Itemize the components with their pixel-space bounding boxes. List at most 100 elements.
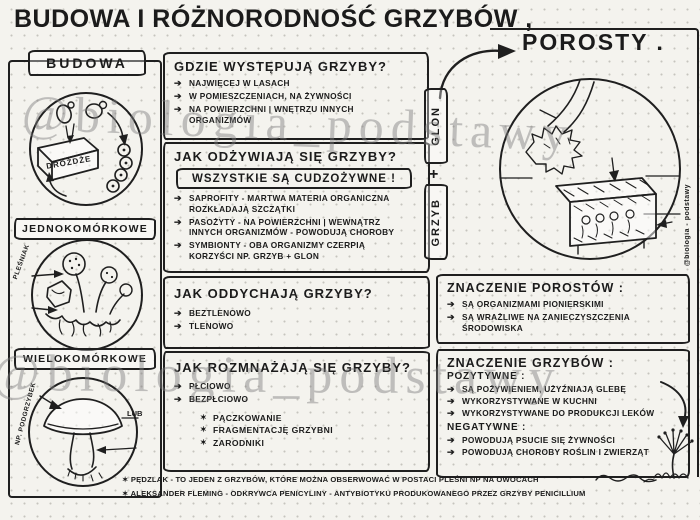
multicellular-banner: WIELOKOMÓRKOWE	[14, 348, 156, 370]
question-title: GDZIE WYSTĘPUJĄ GRZYBY?	[174, 59, 387, 74]
arrow-icon: ➔	[447, 395, 455, 406]
arrow-icon: ➔	[447, 312, 455, 322]
sub-bullet-label: FRAGMENTACJĘ GRZYBNI	[213, 425, 334, 435]
bullet-item: ➔ W POMIESZCZENIACH, NA ŻYWNOŚCI	[174, 91, 418, 102]
bullet-item: ➔ POWODUJĄ PSUCIE SIĘ ŻYWNOŚCI	[447, 435, 679, 446]
qbox-reproduction: JAK ROZMNAŻAJĄ SIĘ GRZYBY? ➔ PŁCIOWO ➔BEZ…	[163, 351, 430, 472]
sub-bullet-label: PĄCZKOWANIE	[213, 412, 282, 423]
bullet-item: ➔ SAPROFITY - MARTWA MATERIA ORGANICZNA R…	[174, 193, 419, 214]
arrow-icon: ➔	[447, 434, 455, 445]
bullet-label: SĄ POŻYWIENIEM, UŻYŹNIAJĄ GLEBĘ	[462, 383, 627, 394]
bullet-label: SAPROFITY - MARTWA MATERIA ORGANICZNA RO…	[189, 193, 390, 214]
budowa-panel-frame	[8, 60, 162, 498]
unicellular-label: JEDNOKOMÓRKOWE	[22, 223, 148, 235]
star-icon: ✶	[200, 425, 207, 434]
bullet-label: WYKORZYSTYWANE DO PRODUKCJI LEKÓW	[462, 407, 655, 418]
page-title: BUDOWA I RÓŻNORODNOŚĆ GRZYBÓW ,	[14, 5, 533, 33]
bullet-item: ➔ POWODUJĄ CHOROBY ROŚLIN I ZWIERZĄT	[447, 447, 679, 458]
star-icon: ✶	[200, 437, 207, 447]
credit-vertical: @biologia - podstawy	[684, 160, 691, 290]
star-icon: ✶	[200, 412, 207, 422]
bullet-item: ➔ PASOŻYTY - NA POWIERZCHNI | WEWNĄTRZ IN…	[174, 217, 419, 238]
arrow-icon: ➔	[174, 216, 182, 227]
bullet-item: ➔ TLENOWO	[174, 321, 419, 332]
grzyb-box: GRZYB	[424, 184, 448, 260]
bullet-label: BEZTLENOWO	[189, 308, 251, 318]
sub-bullet-label: ZARODNIKI	[213, 437, 265, 448]
arrow-icon: ➔	[174, 91, 182, 101]
positive-label: POZYTYWNE :	[447, 371, 526, 382]
budowa-header: BUDOWA	[28, 50, 146, 76]
bullet-label: POWODUJĄ CHOROBY ROŚLIN I ZWIERZĄT	[462, 446, 650, 457]
porosty-title: POROSTY .	[522, 29, 665, 55]
mushroom-drawing	[28, 377, 139, 487]
plus-sign: +	[429, 166, 439, 183]
bullet-label: PŁCIOWO	[189, 381, 231, 391]
bullet-label: POWODUJĄ PSUCIE SIĘ ŻYWNOŚCI	[462, 434, 616, 445]
arrow-icon: ➔	[174, 321, 182, 331]
section-title: ZNACZENIE GRZYBÓW :	[447, 356, 614, 370]
bullet-item: ➔ SĄ ORGANIZMAMI PIONIERSKIMI	[447, 299, 679, 310]
glon-label: GLON	[430, 106, 442, 146]
glon-box: GLON	[424, 88, 448, 164]
bullet-label: BEZPŁCIOWO	[189, 394, 249, 404]
bullet-label: NA POWIERZCHNI | WNĘTRZU INNYCH ORGANIZM…	[189, 104, 354, 125]
unicellular-banner: JEDNOKOMÓRKOWE	[14, 218, 156, 240]
bullet-label: NAJWIĘCEJ W LASACH	[189, 78, 290, 88]
arrow-icon: ➔	[174, 381, 182, 391]
bullet-label: WYKORZYSTYWANE W KUCHNI	[462, 395, 598, 406]
qbox-feeding: JAK ODŻYWIAJĄ SIĘ GRZYBY? WSZYSTKIE SĄ C…	[163, 142, 430, 273]
lichen-drawing	[499, 78, 681, 260]
grzyb-label: GRZYB	[430, 197, 442, 247]
multicellular-label: WIELOKOMÓRKOWE	[22, 353, 148, 365]
bullet-item: ➔BEZPŁCIOWO	[174, 394, 419, 405]
arrow-icon: ➔	[174, 78, 182, 88]
bullet-item: ➔ WYKORZYSTYWANE W KUCHNI	[447, 396, 679, 407]
arrow-icon: ➔	[447, 407, 455, 418]
section-title: ZNACZENIE POROSTÓW :	[447, 281, 624, 295]
arrow-icon: ➔	[174, 104, 182, 114]
qbox-where: GDZIE WYSTĘPUJĄ GRZYBY? ➔ NAJWIĘCEJ W LAS…	[163, 52, 429, 140]
bullet-label: W POMIESZCZENIACH, NA ŻYWNOŚCI	[189, 91, 352, 101]
arrow-icon: ➔	[174, 240, 182, 250]
arrow-icon: ➔	[447, 446, 455, 457]
question-title: JAK ODŻYWIAJĄ SIĘ GRZYBY?	[174, 149, 397, 164]
highlight-label: WSZYSTKIE SĄ CUDZOŻYWNE !	[192, 172, 396, 185]
bullet-item: ➔ NA POWIERZCHNI | WNĘTRZU INNYCH ORGANIZ…	[174, 104, 374, 125]
porosty-panel-frame	[490, 28, 699, 477]
arrow-to-penicillium	[660, 381, 689, 428]
question-title: JAK ODDYCHAJĄ GRZYBY?	[174, 286, 373, 301]
bullet-item: ➔ SĄ WRAŻLIWE NA ZANIECZYSZCZENIA ŚRODOWI…	[447, 312, 679, 333]
bullet-label: SĄ WRAŻLIWE NA ZANIECZYSZCZENIA ŚRODOWIS…	[462, 312, 630, 333]
porosty-meaning-box: ZNACZENIE POROSTÓW : ➔ SĄ ORGANIZMAMI PIO…	[436, 274, 690, 344]
or-label: LUB	[127, 409, 143, 418]
arrow-icon: ➔	[447, 299, 455, 309]
footnote-2: ✶ ALEKSANDER FLEMING - ODKRYWCA PENICYLI…	[122, 489, 586, 498]
bullet-item: ➔ BEZTLENOWO	[174, 308, 419, 319]
sub-bullet-item: ✶ ZARODNIKI	[200, 438, 419, 449]
highlight-box: WSZYSTKIE SĄ CUDZOŻYWNE !	[176, 168, 412, 189]
grzyby-meaning-box: ZNACZENIE GRZYBÓW : POZYTYWNE : ➔ SĄ POŻY…	[436, 349, 690, 478]
bullet-label: PASOŻYTY - NA POWIERZCHNI | WEWNĄTRZ INN…	[189, 216, 395, 238]
arrow-icon: ➔	[174, 193, 182, 203]
sub-bullet-item: ✶ PĄCZKOWANIE	[200, 413, 419, 424]
bullet-item: ➔ SYMBIONTY - OBA ORGANIZMY CZERPIĄ KORZY…	[174, 240, 419, 261]
yeast-drawing	[29, 92, 143, 206]
arrow-icon: ➔	[174, 308, 182, 318]
bullet-item: ➔ PŁCIOWO	[174, 381, 419, 392]
bullet-item: ➔ NAJWIĘCEJ W LASACH	[174, 78, 418, 89]
bullet-label: SYMBIONTY - OBA ORGANIZMY CZERPIĄ KORZYŚ…	[189, 240, 366, 261]
mold-drawing	[31, 239, 143, 351]
bullet-item: ➔ SĄ POŻYWIENIEM, UŻYŹNIAJĄ GLEBĘ	[447, 384, 679, 395]
footnote-squiggle	[595, 474, 657, 483]
bullet-label: TLENOWO	[189, 321, 234, 331]
qbox-breathing: JAK ODDYCHAJĄ GRZYBY? ➔ BEZTLENOWO ➔ TLENO…	[163, 276, 430, 349]
budowa-header-label: BUDOWA	[46, 55, 128, 71]
sub-bullet-item: ✶ FRAGMENTACJĘ GRZYBNI	[200, 425, 419, 436]
arrow-icon: ➔	[447, 383, 455, 394]
credit-label: @biologia - podstawy	[684, 183, 691, 267]
bullet-label: SĄ ORGANIZMAMI PIONIERSKIMI	[462, 299, 604, 309]
question-title: JAK ROZMNAŻAJĄ SIĘ GRZYBY?	[174, 360, 411, 375]
negative-label: NEGATYWNE :	[447, 422, 527, 433]
